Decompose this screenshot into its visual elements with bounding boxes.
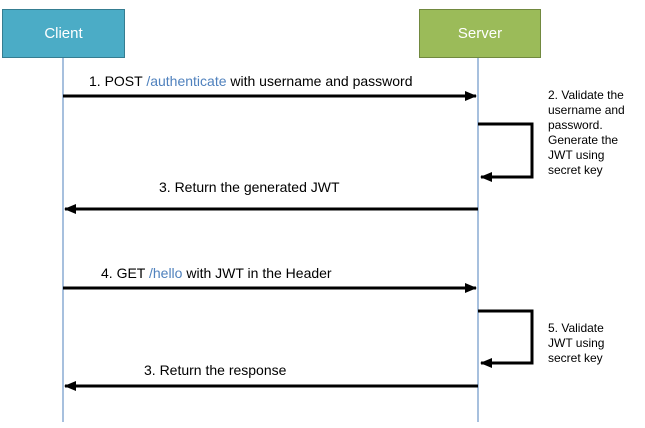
message-text: with JWT in the Header	[182, 265, 332, 281]
server-label: Server	[457, 25, 503, 42]
client-label: Client	[44, 25, 83, 42]
note-validate-credentials: 2. Validate the username and password. G…	[548, 88, 625, 177]
message-text: 3. Return the generated JWT	[159, 179, 340, 195]
endpoint-text: /hello	[148, 265, 183, 281]
message-return-response: 3. Return the response	[144, 362, 286, 378]
message-text: with username and password	[226, 73, 413, 89]
arrow-self-validate-jwt	[478, 309, 534, 368]
message-hello: 4. GET /hello with JWT in the Header	[101, 265, 332, 281]
server-participant: Server	[419, 9, 541, 58]
client-participant: Client	[2, 9, 125, 58]
endpoint-text: /authenticate	[146, 73, 227, 89]
message-return-jwt: 3. Return the generated JWT	[159, 179, 340, 195]
message-authenticate: 1. POST /authenticate with username and …	[89, 73, 413, 89]
message-text: 3. Return the response	[144, 362, 287, 378]
arrow-self-validate-credentials	[478, 122, 534, 182]
message-text: 1. POST	[89, 73, 147, 89]
message-text: 4. GET	[101, 265, 149, 281]
note-validate-jwt: 5. Validate JWT using secret key	[548, 321, 605, 365]
